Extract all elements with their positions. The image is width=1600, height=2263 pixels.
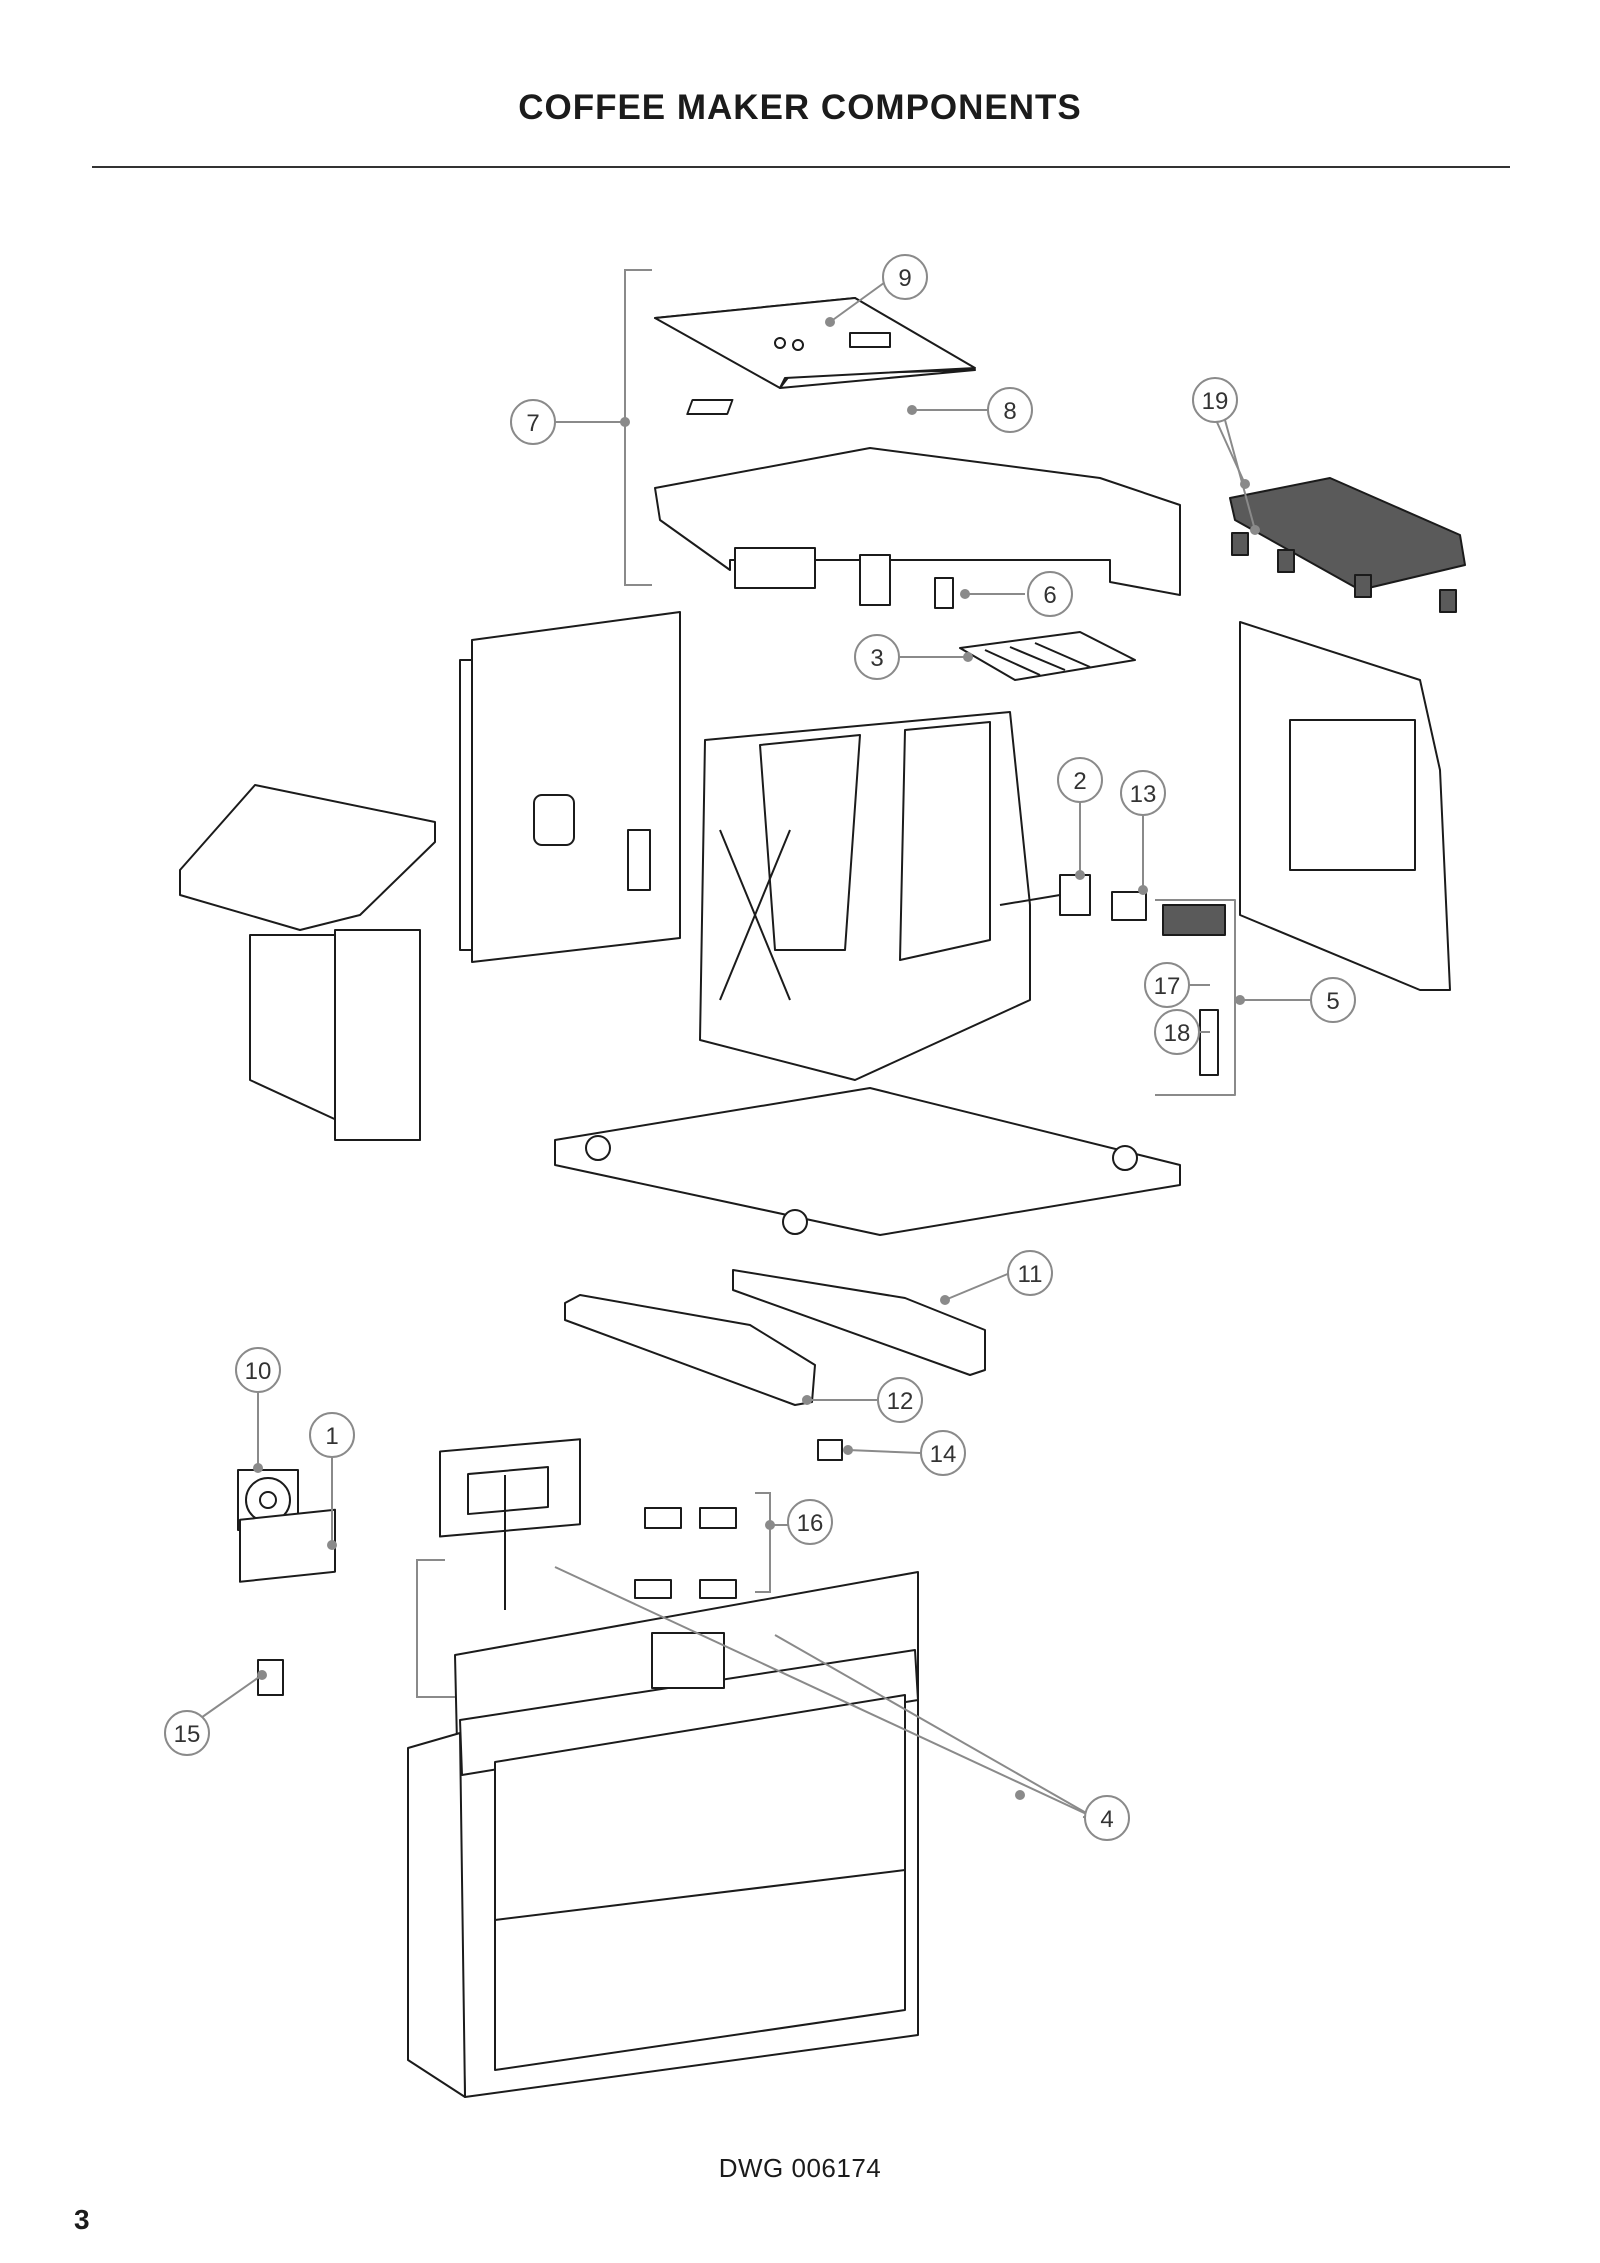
callout-7: 7: [526, 410, 539, 437]
part-front-door: [407, 1571, 919, 2098]
part-grille: [959, 631, 1136, 681]
callout-circle-10: [235, 1347, 281, 1393]
part-right-side: [1239, 621, 1451, 991]
title-rule: [92, 166, 1510, 168]
part-6: [934, 577, 954, 609]
callout-1: 1: [325, 1423, 338, 1450]
callout-circle-7: [510, 399, 556, 445]
callout-circle-16: [787, 1499, 833, 1545]
callout-18: 18: [1164, 1020, 1191, 1047]
part-small-plate: [686, 399, 734, 415]
callout-17: 17: [1154, 973, 1181, 1000]
callout-4: 4: [1100, 1806, 1113, 1833]
callout-11: 11: [1018, 1261, 1043, 1288]
part-13: [1111, 891, 1147, 921]
callout-circle-8: [987, 387, 1033, 433]
page-title: COFFEE MAKER COMPONENTS: [518, 88, 1082, 127]
callout-circle-1: [309, 1412, 355, 1458]
callout-9: 9: [898, 265, 911, 292]
part-left-side: [179, 784, 436, 1141]
callout-circle-17: [1144, 962, 1190, 1008]
part-base-plate: [554, 1087, 1181, 1236]
callout-15: 15: [174, 1721, 201, 1748]
part-rail-11: [732, 1269, 986, 1376]
callout-circle-15: [164, 1710, 210, 1756]
callout-19: 19: [1202, 388, 1229, 415]
drawing-number: DWG 006174: [718, 2153, 882, 2183]
callout-circle-9: [882, 254, 928, 300]
callout-8: 8: [1003, 398, 1016, 425]
part-1-board: [239, 1508, 336, 1583]
callout-circle-12: [877, 1377, 923, 1423]
part-5-assembly: [1155, 899, 1236, 1096]
callout-14: 14: [930, 1441, 957, 1468]
callout-circle-19: [1192, 377, 1238, 423]
callout-3: 3: [870, 645, 883, 672]
callout-2: 2: [1073, 768, 1086, 795]
callout-16: 16: [797, 1510, 824, 1537]
part-19-tray: [1229, 477, 1466, 613]
part-brew-frame: [699, 711, 1031, 1081]
part-rail-12: [564, 1294, 816, 1406]
part-14: [817, 1439, 843, 1461]
callout-circle-14: [920, 1430, 966, 1476]
callout-circle-11: [1007, 1250, 1053, 1296]
callout-10: 10: [245, 1358, 272, 1385]
callout-circle-5: [1310, 977, 1356, 1023]
callout-circle-18: [1154, 1009, 1200, 1055]
callout-circle-6: [1027, 571, 1073, 617]
callout-12: 12: [887, 1388, 914, 1415]
callout-6: 6: [1043, 582, 1056, 609]
callout-circle-13: [1120, 770, 1166, 816]
callout-5: 5: [1326, 988, 1339, 1015]
part-top-cover: [654, 297, 976, 389]
part-side-panel: [459, 611, 681, 963]
callout-circle-2: [1057, 757, 1103, 803]
page-number: 3: [74, 2204, 90, 2235]
part-16-switches: [634, 1507, 737, 1599]
part-top-frame: [654, 447, 1181, 606]
callout-circle-3: [854, 634, 900, 680]
part-display-module: [439, 1438, 581, 1610]
callout-13: 13: [1130, 781, 1157, 808]
callout-circle-4: [1084, 1795, 1130, 1841]
